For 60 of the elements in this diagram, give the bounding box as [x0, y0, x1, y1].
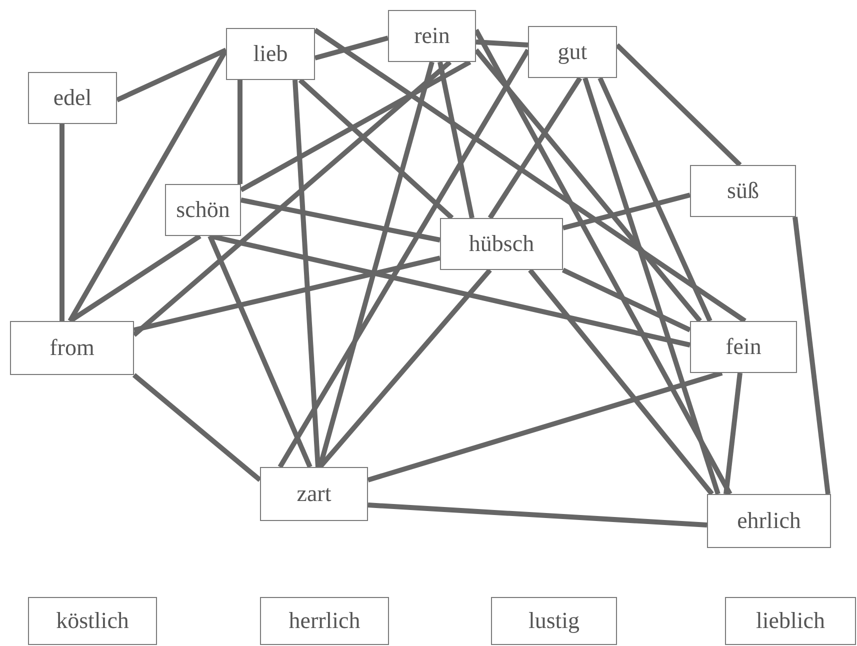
- connector-line: [133, 256, 441, 332]
- connector-line: [367, 370, 723, 482]
- connector-line: [132, 60, 452, 337]
- word-box: [260, 597, 389, 645]
- word-label: fein: [726, 334, 762, 360]
- word-label: lustig: [528, 608, 580, 634]
- word-label: lieblich: [756, 608, 825, 634]
- connector-line: [318, 61, 434, 468]
- word-label: from: [50, 335, 94, 361]
- connector-line: [724, 372, 742, 494]
- word-label: edel: [53, 85, 92, 111]
- connector-line: [278, 48, 530, 468]
- connector-line: [792, 216, 830, 494]
- connector-line: [598, 76, 712, 322]
- word-box: [165, 184, 241, 236]
- connector-line: [240, 60, 472, 192]
- word-label: süß: [727, 178, 759, 204]
- word-box: [690, 321, 797, 373]
- connector-line: [368, 502, 708, 528]
- word-label: ehrlich: [737, 508, 801, 534]
- word-label: köstlich: [56, 608, 129, 634]
- word-label: herrlich: [288, 608, 360, 634]
- word-label: schön: [176, 197, 230, 223]
- word-label: rein: [414, 23, 450, 49]
- word-box: [10, 321, 134, 375]
- word-box: [528, 26, 617, 78]
- connector-line: [615, 43, 742, 167]
- connector-line: [528, 268, 714, 496]
- word-box: [226, 28, 315, 80]
- word-box: [260, 467, 368, 521]
- connector-line: [292, 80, 320, 468]
- word-box: [388, 10, 476, 62]
- connector-line: [132, 373, 262, 482]
- connector-line: [240, 198, 440, 242]
- connector-line: [238, 80, 242, 184]
- word-box: [725, 597, 856, 645]
- word-box: [440, 218, 563, 270]
- connector-line: [116, 48, 228, 102]
- word-box: [707, 494, 831, 548]
- connector-line: [438, 62, 474, 218]
- connector-line: [476, 40, 528, 48]
- word-box: [491, 597, 617, 645]
- connector-line: [208, 235, 312, 468]
- word-label: hübsch: [468, 231, 534, 257]
- word-box: [690, 165, 796, 217]
- connector-line: [298, 78, 454, 220]
- connector-line: [60, 124, 64, 321]
- connector-line: [314, 28, 746, 324]
- connector-line: [68, 234, 202, 324]
- connector-line: [314, 36, 389, 60]
- connector-line: [488, 76, 582, 220]
- connector-line: [562, 192, 691, 230]
- word-label: lieb: [253, 41, 288, 67]
- connector-line: [582, 77, 720, 495]
- word-label: gut: [558, 39, 588, 65]
- word-box: [28, 597, 157, 645]
- connector-line: [562, 268, 692, 332]
- word-box: [28, 72, 117, 124]
- connector-line: [474, 48, 702, 323]
- word-label: zart: [296, 481, 332, 507]
